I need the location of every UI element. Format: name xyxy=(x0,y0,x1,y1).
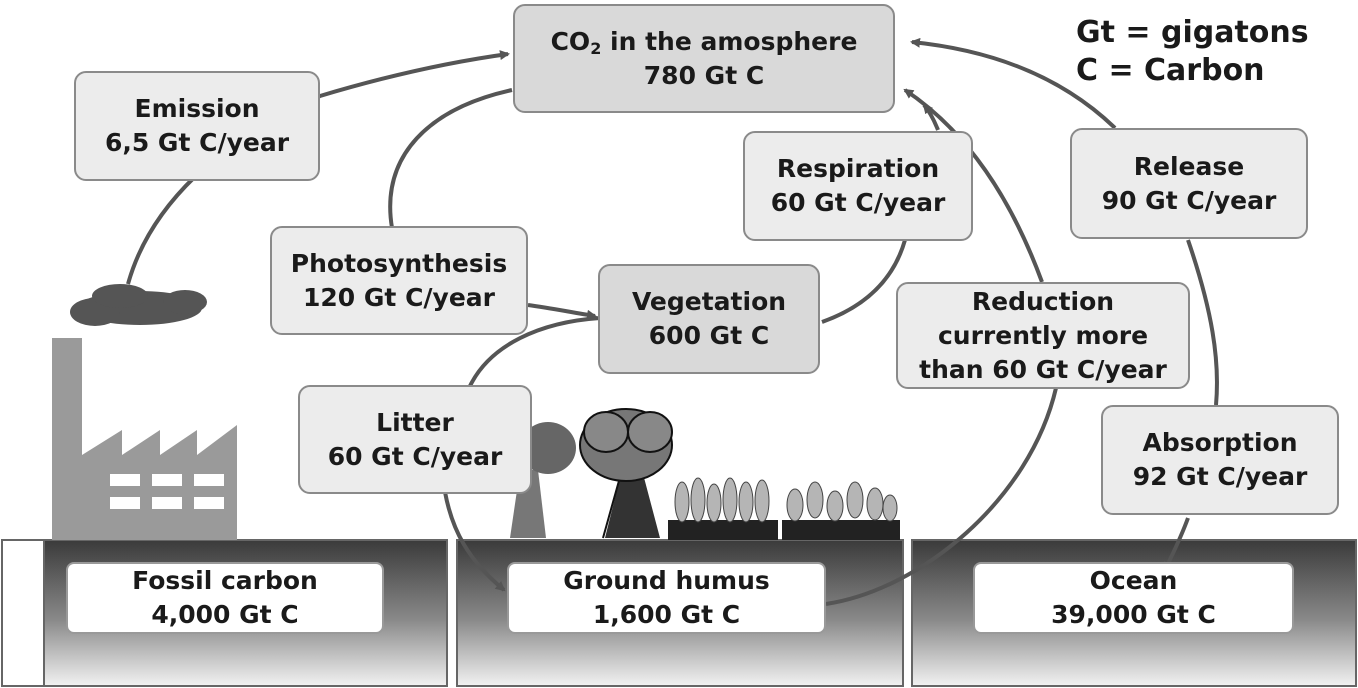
vegetation-value: 600 Gt C xyxy=(648,321,770,350)
photosynthesis-box: Photosynthesis 120 Gt C/year xyxy=(270,226,528,335)
humus-label: Ground humus xyxy=(563,566,770,595)
emission-box: Emission 6,5 Gt C/year xyxy=(74,71,320,181)
litter-label: Litter xyxy=(376,407,454,437)
emission-value: 6,5 Gt C/year xyxy=(104,128,290,157)
factory-icon xyxy=(52,338,237,540)
emission-label: Emission xyxy=(134,94,260,123)
respiration-label: Respiration xyxy=(776,154,940,183)
litter-to-humus-arrow xyxy=(443,491,506,592)
humus-value: 1,600 Gt C xyxy=(592,600,741,629)
legend-gigatons: Gt = gigatons xyxy=(1076,15,1309,50)
absorption-box: Absorption 92 Gt C/year xyxy=(1101,405,1339,515)
vegetation-to-litter-arrow xyxy=(468,316,601,387)
fossil-label: Fossil carbon xyxy=(132,566,318,595)
photosynthesis-label: Photosynthesis xyxy=(290,248,508,278)
ocean-label: Ocean xyxy=(1089,566,1178,595)
ground-humus-box: Ground humus 1,600 Gt C xyxy=(507,562,826,634)
absorption-down-arrow xyxy=(1186,239,1219,406)
fossil-carbon-box: Fossil carbon 4,000 Gt C xyxy=(66,562,384,634)
legend-carbon: C = Carbon xyxy=(1076,53,1265,88)
litter-value: 60 Gt C/year xyxy=(327,441,503,471)
fossil-ground-edge xyxy=(1,539,45,687)
photosynthesis-value: 120 Gt C/year xyxy=(303,282,495,312)
humus-to-reduction-arrow xyxy=(825,387,1058,606)
release-box: Release 90 Gt C/year xyxy=(1070,128,1308,239)
tree-icon xyxy=(510,408,673,539)
vegetation-box: Vegetation 600 Gt C xyxy=(598,264,820,374)
respiration-box: Respiration 60 Gt C/year xyxy=(743,131,973,241)
release-value: 90 Gt C/year xyxy=(1101,185,1277,215)
ocean-value: 39,000 Gt C xyxy=(1051,600,1216,629)
crop-plants-icon xyxy=(668,477,900,540)
vegetation-label: Vegetation xyxy=(631,287,787,316)
photosynthesis-to-vegetation-arrow xyxy=(527,303,597,320)
absorption-value: 92 Gt C/year xyxy=(1132,462,1308,491)
reduction-box: Reduction currently more than 60 Gt C/ye… xyxy=(896,282,1190,389)
fossil-value: 4,000 Gt C xyxy=(151,600,299,629)
reduction-line1: Reduction xyxy=(971,286,1115,316)
flow-arrows xyxy=(126,37,1219,606)
release-arrow xyxy=(910,37,1117,130)
release-label: Release xyxy=(1133,151,1245,181)
reduction-line2: currently more xyxy=(937,320,1149,350)
litter-box: Litter 60 Gt C/year xyxy=(298,385,532,494)
atmosphere-to-photosynthesis-arrow xyxy=(388,88,513,229)
absorption-label: Absorption xyxy=(1142,428,1298,457)
atmosphere-label: CO2 in the amosphere xyxy=(550,26,858,58)
ocean-box: Ocean 39,000 Gt C xyxy=(973,562,1294,634)
atmosphere-value: 780 Gt C xyxy=(643,60,765,90)
atmosphere-box: CO2 in the amosphere 780 Gt C xyxy=(513,4,895,113)
smoke-cloud-icon xyxy=(70,284,207,326)
respiration-arrow xyxy=(821,239,907,324)
respiration-value: 60 Gt C/year xyxy=(770,188,946,217)
reduction-arrow xyxy=(903,88,1044,283)
reduction-line3: than 60 Gt C/year xyxy=(919,354,1167,384)
legend: Gt = gigatons C = Carbon xyxy=(1076,14,1309,90)
